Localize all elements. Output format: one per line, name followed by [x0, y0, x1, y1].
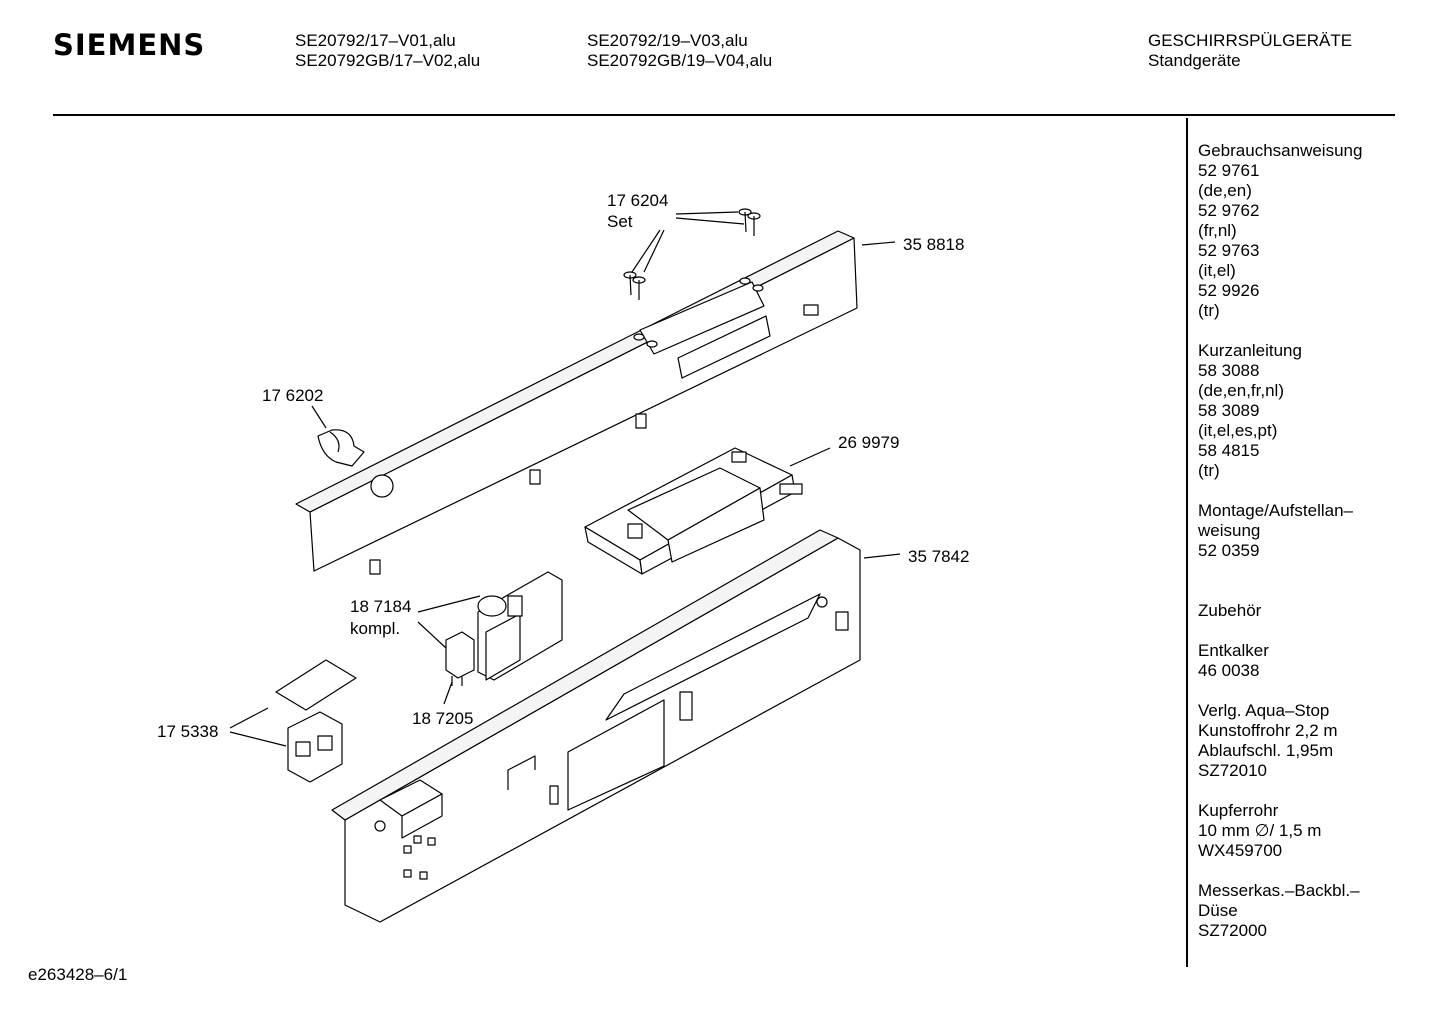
sidebar-line: weisung	[1198, 521, 1261, 540]
sidebar-line: WX459700	[1198, 841, 1283, 860]
cutlery-nozzle-group: Messerkas.–Backbl.– Düse SZ72000	[1198, 881, 1362, 941]
copper-pipe-group: Kupferrohr 10 mm ∅/ 1,5 m WX459700	[1198, 801, 1362, 861]
aqua-stop-group: Verlg. Aqua–Stop Kunstoffrohr 2,2 m Abla…	[1198, 701, 1362, 781]
sidebar-line: Ablaufschl. 1,95m	[1198, 741, 1334, 760]
sidebar-line: (tr)	[1198, 301, 1220, 320]
sidebar-rule	[1186, 118, 1188, 967]
accessories-heading-group: Zubehör	[1198, 601, 1362, 621]
installation-group: Montage/Aufstellan– weisung 52 0359	[1198, 501, 1362, 561]
sidebar-line: (it,el)	[1198, 261, 1236, 280]
category-title: GESCHIRRSPÜLGERÄTE	[1148, 31, 1353, 50]
sidebar-line: SZ72010	[1198, 761, 1267, 780]
sidebar-line: 58 3089	[1198, 401, 1260, 420]
sidebar-line: (it,el,es,pt)	[1198, 421, 1278, 440]
sidebar-line: Entkalker	[1198, 641, 1269, 660]
sidebar-line: Kupferrohr	[1198, 801, 1279, 820]
sidebar-line: Düse	[1198, 901, 1238, 920]
sidebar-line: (de,en)	[1198, 181, 1252, 200]
model-line: SE20792/17–V01,alu	[295, 31, 456, 50]
sidebar-line: 52 9926	[1198, 281, 1260, 300]
sidebar-line: Verlg. Aqua–Stop	[1198, 701, 1330, 720]
callout-18-7205: 18 7205	[412, 709, 473, 728]
control-housing	[331, 529, 861, 923]
sidebar-line: (fr,nl)	[1198, 221, 1237, 240]
quick-guide-group: Kurzanleitung 58 3088 (de,en,fr,nl) 58 3…	[1198, 341, 1362, 481]
category-heading: GESCHIRRSPÜLGERÄTE Standgeräte	[1148, 31, 1352, 71]
model-line: SE20792/19–V03,alu	[587, 31, 748, 50]
callout-18-7184: 18 7184	[350, 597, 411, 616]
sidebar-line: (de,en,fr,nl)	[1198, 381, 1284, 400]
sidebar-line: (tr)	[1198, 461, 1220, 480]
sidebar-line: Gebrauchsanweisung	[1198, 141, 1363, 160]
sidebar-line: 52 9761	[1198, 161, 1260, 180]
relay-component	[445, 631, 475, 686]
callout-set: Set	[607, 212, 633, 231]
callout-17-6202: 17 6202	[262, 386, 323, 405]
door-switch	[275, 659, 357, 783]
siemens-logo: SIEMENS	[53, 28, 206, 62]
exploded-parts-diagram: 17 6204 Set 35 8818 17 6202 26 9979 35 7…	[157, 191, 969, 923]
callout-35-8818: 35 8818	[903, 235, 964, 254]
sidebar-line: Kurzanleitung	[1198, 341, 1302, 360]
sidebar-line: Zubehör	[1198, 601, 1262, 620]
model-list-1: SE20792/17–V01,alu SE20792GB/17–V02,alu	[295, 31, 480, 71]
descaler-group: Entkalker 46 0038	[1198, 641, 1362, 681]
sidebar-line: 10 mm ∅/ 1,5 m	[1198, 821, 1322, 840]
sidebar-line: 52 9763	[1198, 241, 1260, 260]
valve-assembly	[477, 571, 563, 681]
model-line: SE20792GB/19–V04,alu	[587, 51, 773, 70]
sidebar-line: Montage/Aufstellan–	[1198, 501, 1353, 520]
sidebar-line: Messerkas.–Backbl.–	[1198, 881, 1360, 900]
category-subtitle: Standgeräte	[1148, 51, 1241, 70]
sidebar-line: 58 3088	[1198, 361, 1260, 380]
sidebar-line: SZ72000	[1198, 921, 1267, 940]
callout-35-7842: 35 7842	[908, 547, 969, 566]
accessories-sidebar: Gebrauchsanweisung 52 9761 (de,en) 52 97…	[1198, 141, 1362, 961]
sidebar-line: Kunstoffrohr 2,2 m	[1198, 721, 1338, 740]
callout-kompl: kompl.	[350, 619, 400, 638]
electronic-module	[584, 447, 803, 575]
callout-26-9979: 26 9979	[838, 433, 899, 452]
callout-17-6204: 17 6204	[607, 191, 668, 210]
sidebar-line: 52 9762	[1198, 201, 1260, 220]
model-list-2: SE20792/19–V03,alu SE20792GB/19–V04,alu	[587, 31, 772, 71]
leader-lines	[229, 211, 901, 747]
manual-group: Gebrauchsanweisung 52 9761 (de,en) 52 97…	[1198, 141, 1362, 321]
document-id: e263428–6/1	[28, 965, 128, 984]
header-rule	[53, 114, 1395, 116]
model-line: SE20792GB/17–V02,alu	[295, 51, 481, 70]
sidebar-line: 46 0038	[1198, 661, 1260, 680]
sidebar-line: 58 4815	[1198, 441, 1260, 460]
control-panel-fascia	[295, 230, 858, 575]
latch-clip	[317, 429, 365, 467]
callout-17-5338: 17 5338	[157, 722, 218, 741]
screw-set	[623, 208, 761, 300]
sidebar-line: 52 0359	[1198, 541, 1260, 560]
